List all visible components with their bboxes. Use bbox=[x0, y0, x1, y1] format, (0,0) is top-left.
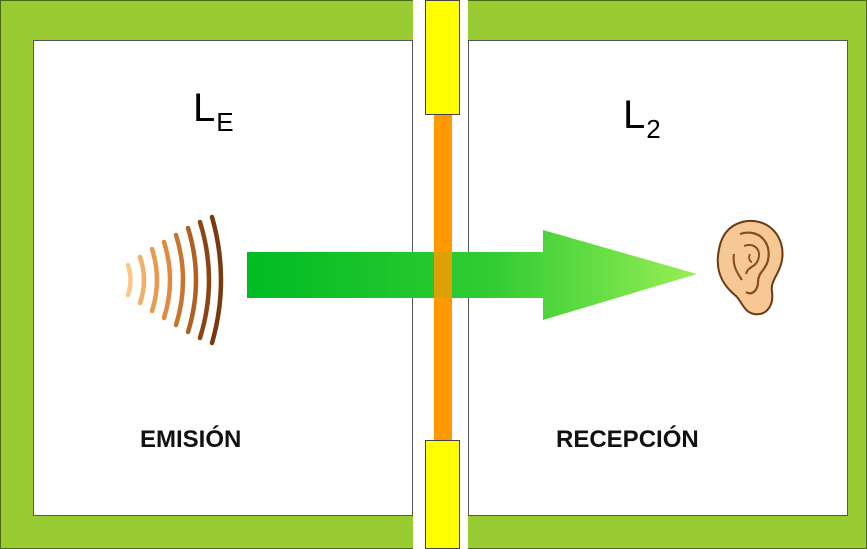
received-level-label: L2 bbox=[623, 93, 661, 142]
source-level-label: LE bbox=[193, 86, 234, 135]
received-level-symbol: L bbox=[623, 93, 646, 137]
partition-bottom-end bbox=[425, 440, 460, 549]
emission-label: EMISIÓN bbox=[140, 426, 242, 453]
partition-core-overlay bbox=[434, 250, 452, 302]
source-level-subscript: E bbox=[216, 107, 234, 137]
sound-waves-icon bbox=[125, 214, 224, 346]
received-level-subscript: 2 bbox=[646, 114, 661, 144]
ear-icon bbox=[716, 219, 784, 316]
reception-label: RECEPCIÓN bbox=[556, 426, 699, 453]
source-level-symbol: L bbox=[193, 86, 216, 130]
partition-top-end bbox=[425, 0, 460, 115]
